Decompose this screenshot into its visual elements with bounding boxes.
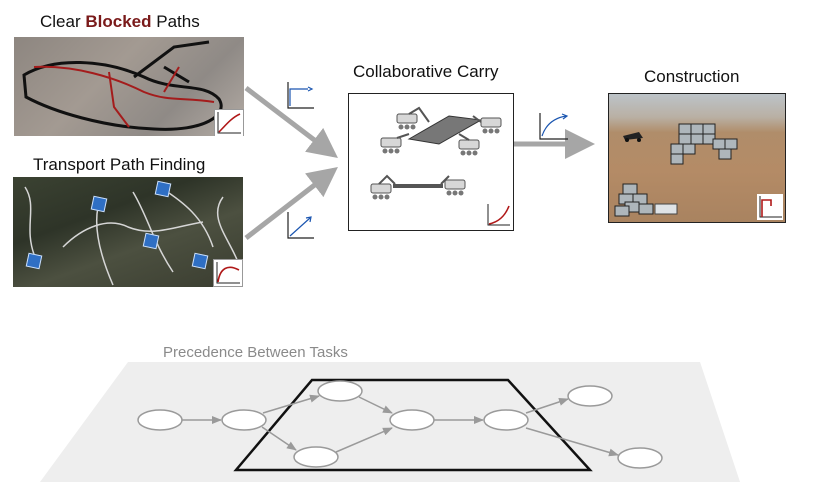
task-edge [525, 427, 619, 457]
task-node [137, 409, 183, 431]
task-edge [358, 396, 393, 414]
precedence-caption: Precedence Between Tasks [163, 344, 348, 361]
transport-paths-sketch [24, 186, 239, 286]
carry-curve-inset [485, 202, 511, 228]
construction-box [608, 93, 786, 223]
blocked-paths-sketch [22, 40, 223, 131]
clear-paths-image [14, 37, 244, 136]
construction-scene [614, 123, 738, 217]
task-edge [335, 427, 393, 453]
collaborative-carry-title: Collaborative Carry [353, 62, 499, 81]
collaborative-carry-box [348, 93, 514, 231]
transfer-curve-icon [287, 82, 314, 109]
task-edge [261, 426, 297, 451]
task-edge [525, 398, 569, 414]
task-node [317, 380, 363, 402]
clear-blocked-paths-title: Clear Blocked Paths [40, 12, 200, 31]
carry-robots-sketch [370, 106, 502, 200]
task-node [293, 446, 339, 468]
precedence-frame [233, 378, 593, 472]
transport-path-image [13, 177, 243, 287]
blocked-highlight: Blocked [85, 12, 152, 31]
task-node [567, 385, 613, 407]
construction-curve-inset [757, 194, 783, 220]
transport-path-finding-title: Transport Path Finding [33, 155, 206, 174]
arrow-clear-to-carry [244, 86, 338, 159]
transfer-curve-icon [287, 212, 314, 239]
task-node [221, 409, 267, 431]
construction-title: Construction [644, 67, 740, 86]
task-node [389, 409, 435, 431]
task-edge [262, 394, 320, 414]
arrow-transport-to-carry [244, 166, 338, 240]
task-node [617, 447, 663, 469]
task-node [483, 409, 529, 431]
transfer-curve-icon [539, 113, 569, 140]
clear-paths-curve-inset [214, 109, 244, 136]
transport-curve-inset [213, 259, 243, 287]
